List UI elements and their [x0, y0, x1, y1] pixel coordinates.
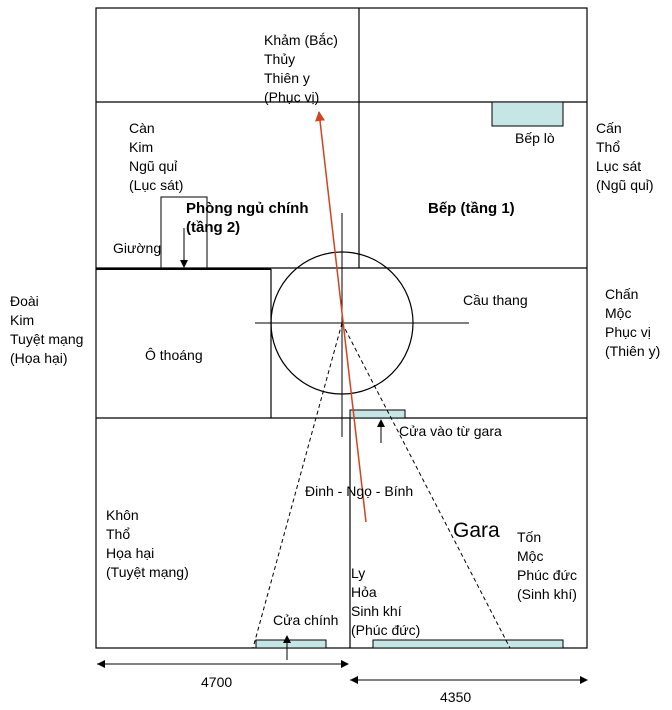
dimension-right-value: 4350: [440, 689, 472, 705]
main-door: [255, 639, 327, 649]
master-bedroom-label: Phòng ngủ chính (tầng 2): [186, 200, 309, 236]
garage-door-label: Cửa vào từ gara: [399, 423, 502, 439]
sector-line-right: [341, 322, 511, 649]
bed: [160, 196, 208, 269]
dimension-arrowhead-left-start: [97, 660, 105, 668]
stairs-label: Cầu thang: [463, 292, 528, 308]
main-door-label: Cửa chính: [273, 612, 339, 628]
dimension-arrowhead-right-start: [350, 676, 358, 684]
skylight-label: Ô thoáng: [145, 347, 203, 363]
stove: [491, 101, 564, 127]
outer-wall: [95, 7, 588, 649]
kitchen-label: Bếp (tầng 1): [428, 200, 515, 217]
sector-label-north: Khảm (Bắc) Thủy Thiên y (Phục vị): [264, 32, 338, 105]
dimension-left-value: 4700: [201, 674, 233, 690]
sector-label-northeast: Cấn Thổ Lục sát (Ngũ quỉ): [596, 120, 654, 193]
sector-label-south: Ly Hỏa Sinh khí (Phúc đức): [351, 565, 421, 638]
garage-label: Gara: [453, 519, 500, 542]
sector-label-southeast: Tốn Mộc Phúc đức (Sinh khí): [517, 529, 577, 602]
sector-label-east: Chấn Mộc Phục vị (Thiên y): [605, 286, 661, 359]
stove-label: Bếp lò: [515, 130, 555, 146]
sector-label-west: Đoài Kim Tuyệt mạng (Họa hại): [10, 293, 84, 366]
garage-door: [349, 409, 406, 419]
orientation-arrow: [315, 111, 367, 523]
garage-opening: [372, 639, 564, 649]
sector-line-left: [252, 322, 343, 649]
sector-label-northwest: Càn Kim Ngũ quỉ (Lục sát): [129, 120, 184, 193]
direction-label: Đinh - Ngọ - Bính: [305, 483, 414, 499]
sector-label-southwest: Khôn Thổ Họa hại (Tuyệt mạng): [106, 507, 189, 580]
bed-label: Giường: [113, 240, 162, 256]
